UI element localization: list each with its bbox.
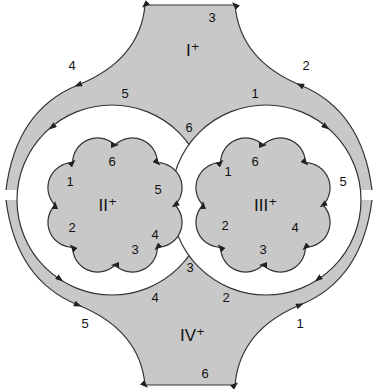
callout-number: 5: [81, 317, 88, 331]
callout-number: 5: [339, 175, 346, 189]
callout-number: 1: [66, 175, 73, 189]
callout-number: 2: [302, 59, 309, 73]
callout-number: 1: [296, 317, 303, 331]
callout-number: 3: [186, 261, 193, 275]
callout-number: 5: [154, 183, 161, 197]
region-label-box: I⁺: [184, 40, 206, 61]
callout-number: 6: [185, 121, 192, 135]
callout-number: 4: [151, 291, 158, 305]
region-name: III⁺: [254, 196, 277, 215]
callout-number: 3: [259, 243, 266, 257]
callout-number: 2: [221, 219, 228, 233]
callout-number: 6: [201, 367, 208, 381]
callout-number: 4: [291, 221, 298, 235]
callout-number: 1: [251, 87, 258, 101]
callout-number: 5: [121, 87, 128, 101]
region-label-box: IV⁺: [178, 325, 212, 346]
callout-number: 3: [131, 243, 138, 257]
callout-number: 4: [151, 228, 158, 242]
callout-number: 4: [68, 59, 75, 73]
region-name: II⁺: [99, 196, 117, 215]
callout-number: 2: [68, 221, 75, 235]
region-label-box: II⁺: [97, 195, 124, 216]
callout-number: 1: [224, 165, 231, 179]
region-name: I⁺: [186, 41, 200, 60]
region-label-box: III⁺: [252, 195, 284, 216]
region-name: IV⁺: [180, 326, 205, 345]
callout-number: 2: [222, 291, 229, 305]
callout-number: 6: [251, 155, 258, 169]
callout-number: 6: [108, 155, 115, 169]
callout-number: 3: [208, 11, 215, 25]
